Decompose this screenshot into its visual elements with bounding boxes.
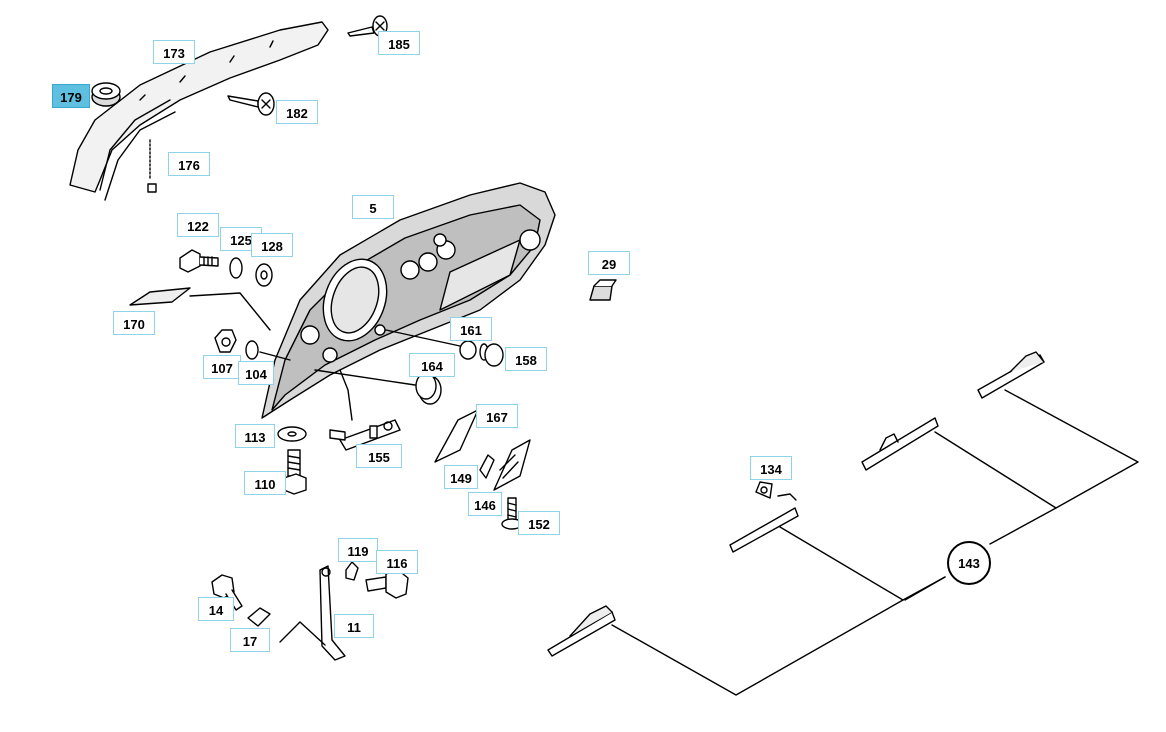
part-164-cap	[314, 369, 442, 405]
part-179-grommet	[91, 82, 121, 107]
callout-152-label: 152	[528, 517, 550, 532]
callout-119[interactable]: 119	[338, 538, 378, 562]
callout-155[interactable]: 155	[356, 444, 402, 468]
callout-29[interactable]: 29	[588, 251, 630, 275]
callout-167[interactable]: 167	[476, 404, 518, 428]
callout-185[interactable]: 185	[378, 31, 420, 55]
callout-113-label: 113	[244, 430, 266, 445]
callout-14[interactable]: 14	[198, 597, 234, 621]
callout-17-label: 17	[242, 634, 258, 649]
callout-134-label: 134	[760, 462, 782, 477]
part-104-washer	[245, 340, 291, 361]
callout-179-label: 179	[60, 90, 82, 105]
callout-176[interactable]: 176	[168, 152, 210, 176]
callout-164-label: 164	[421, 359, 443, 374]
part-134-clip	[755, 481, 797, 501]
part-167-panel	[434, 409, 479, 463]
part-161-plug	[385, 329, 477, 360]
callout-155-label: 155	[368, 450, 390, 465]
part-11-bracket	[279, 565, 346, 661]
callout-182-label: 182	[286, 106, 308, 121]
callout-149[interactable]: 149	[444, 465, 478, 489]
part-107-nut	[214, 329, 237, 353]
callout-128-label: 128	[261, 239, 283, 254]
callout-110-label: 110	[254, 477, 276, 492]
callout-119-label: 119	[347, 544, 369, 559]
callout-5[interactable]: 5	[352, 195, 394, 219]
callout-107[interactable]: 107	[203, 355, 241, 379]
callout-113[interactable]: 113	[235, 424, 275, 448]
callout-152[interactable]: 152	[518, 511, 560, 535]
callout-164[interactable]: 164	[409, 353, 455, 377]
part-128-washer	[255, 263, 273, 287]
callout-173-label: 173	[163, 46, 185, 61]
callout-125[interactable]: 125	[220, 227, 262, 251]
callout-146-label: 146	[474, 498, 496, 513]
part-122-bolt	[179, 249, 219, 273]
callout-11-label: 11	[347, 620, 361, 635]
callout-158[interactable]: 158	[505, 347, 547, 371]
part-173-trim-strip	[69, 21, 329, 201]
callout-107-label: 107	[211, 361, 233, 376]
part-143-rails	[547, 351, 1139, 696]
callout-128[interactable]: 128	[251, 233, 293, 257]
part-113-washer	[277, 426, 307, 442]
part-17-lockwasher	[247, 607, 271, 627]
part-170-plate	[129, 287, 271, 331]
callout-104[interactable]: 104	[238, 361, 274, 385]
part-149-clip	[479, 439, 531, 491]
callout-176-label: 176	[178, 158, 200, 173]
callout-143-label: 143	[958, 555, 980, 571]
part-158-knob	[479, 343, 504, 367]
callout-161[interactable]: 161	[450, 317, 492, 341]
callout-14-label: 14	[208, 603, 224, 618]
callout-116-label: 116	[386, 556, 408, 571]
part-116-bolt	[365, 569, 409, 599]
callout-143[interactable]: 143	[947, 541, 991, 585]
callout-158-label: 158	[515, 353, 537, 368]
callout-11[interactable]: 11	[334, 614, 374, 638]
callout-167-label: 167	[486, 410, 508, 425]
callout-170-label: 170	[123, 317, 145, 332]
callout-17[interactable]: 17	[230, 628, 270, 652]
callout-116[interactable]: 116	[376, 550, 418, 574]
part-110-bolt	[283, 449, 307, 495]
callout-134[interactable]: 134	[750, 456, 792, 480]
part-29-clip	[589, 279, 617, 301]
callout-179-selected[interactable]: 179	[52, 84, 90, 108]
part-182-screw	[227, 92, 275, 116]
part-125-lockwasher	[229, 257, 243, 279]
callout-173[interactable]: 173	[153, 40, 195, 64]
part-14-bolt	[211, 574, 243, 611]
part-5-dashboard	[261, 182, 556, 419]
callout-125-label: 125	[230, 233, 252, 248]
callout-122-label: 122	[187, 219, 209, 234]
callout-170[interactable]: 170	[113, 311, 155, 335]
callout-182[interactable]: 182	[276, 100, 318, 124]
callout-5-label: 5	[369, 201, 377, 216]
callout-104-label: 104	[245, 367, 267, 382]
callout-185-label: 185	[388, 37, 410, 52]
callout-146[interactable]: 146	[468, 492, 502, 516]
part-119-washer	[345, 561, 359, 581]
callout-149-label: 149	[450, 471, 472, 486]
callout-29-label: 29	[601, 257, 617, 272]
part-155-bracket	[329, 369, 401, 451]
callout-161-label: 161	[460, 323, 482, 338]
callout-110[interactable]: 110	[244, 471, 286, 495]
callout-122[interactable]: 122	[177, 213, 219, 237]
